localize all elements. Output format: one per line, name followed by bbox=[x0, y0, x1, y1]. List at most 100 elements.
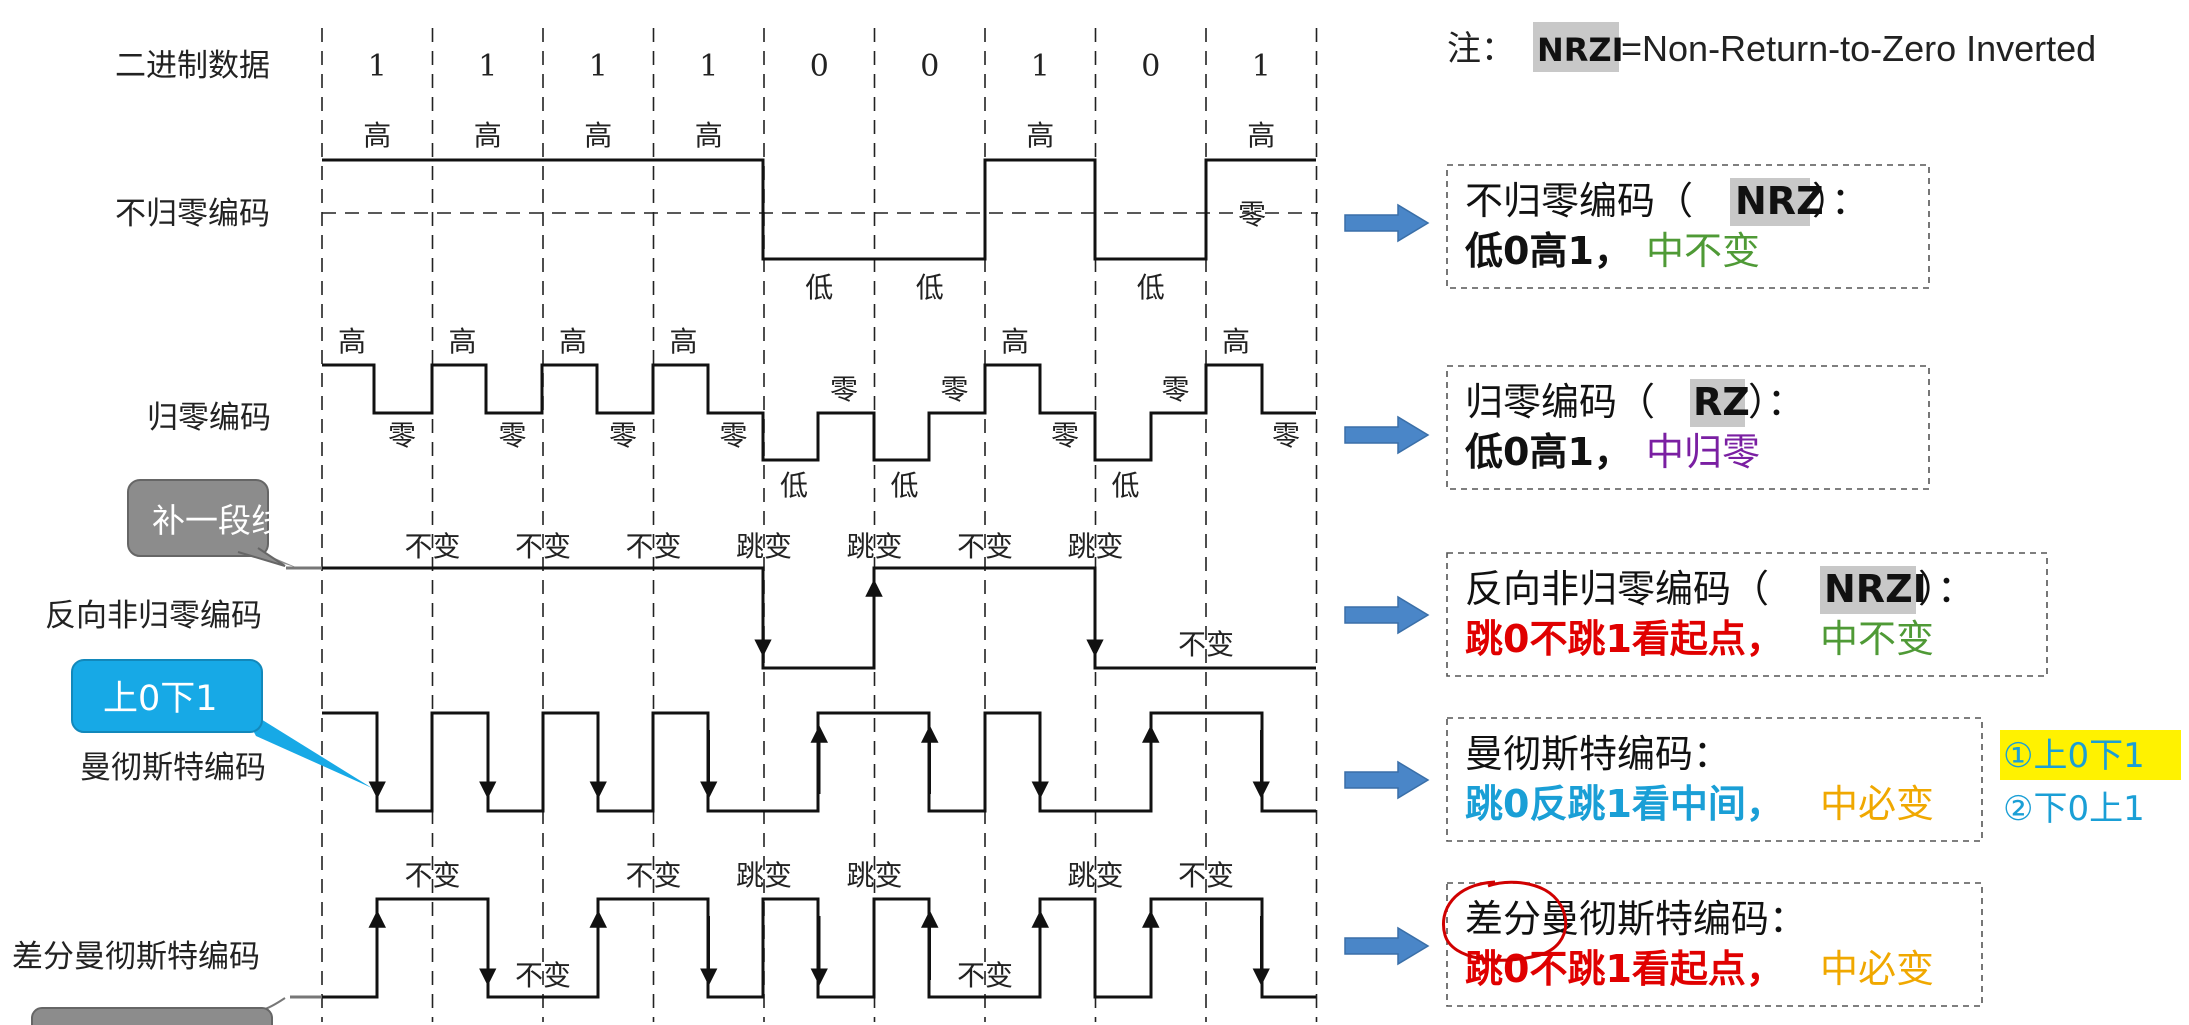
nrzi-change-label: 跳变 bbox=[846, 530, 902, 563]
callout-manchester-rule-text: 上0下1 bbox=[103, 679, 218, 719]
blue-arrow-icon bbox=[1344, 415, 1430, 455]
box-rz: 归零编码（ RZ ）： 低0高1， 中归零 bbox=[1446, 365, 1930, 490]
box-diff-title-b: 曼彻斯特编码： bbox=[1541, 897, 1807, 941]
box-nrzi-line2a: 跳0不跳1看起点， bbox=[1465, 617, 1784, 661]
diff-bottom-label: 不变 bbox=[957, 959, 1013, 992]
nrzi-change-label: 不变 bbox=[625, 530, 681, 563]
rz-high-label: 高 bbox=[669, 325, 697, 358]
row-label-nrzi: 反向非归零编码 bbox=[45, 598, 262, 634]
nrz-low-label: 低 bbox=[1137, 271, 1165, 304]
box-rz-abbr: RZ bbox=[1693, 380, 1750, 424]
diff-top-label: 跳变 bbox=[736, 859, 792, 892]
nrz-waveform bbox=[322, 158, 1316, 261]
box-manchester-line2a: 跳0反跳1看中间， bbox=[1465, 782, 1784, 826]
rz-zero-label: 零 bbox=[1051, 419, 1079, 452]
box-rz-line2b: 中归零 bbox=[1646, 430, 1760, 474]
nrzi-change-label: 不变 bbox=[404, 530, 460, 563]
nrz-high-label: 高 bbox=[584, 119, 612, 152]
note-highlight bbox=[1533, 22, 1619, 72]
nrz-zero-label: 零 bbox=[1238, 198, 1266, 231]
blue-arrow-icon bbox=[1344, 926, 1430, 966]
row-label-diff-manchester: 差分曼彻斯特编码 bbox=[12, 939, 260, 975]
red-circle-annotation bbox=[1442, 880, 1568, 962]
box-rz-line2a: 低0高1， bbox=[1465, 430, 1632, 474]
manchester-arrows bbox=[368, 725, 1270, 799]
box-nrzi: 反向非归零编码（ NRZI ）： 跳0不跳1看起点， 中不变 bbox=[1446, 552, 2048, 677]
note-abbr: NRZI bbox=[1537, 31, 1624, 69]
box-diff-manchester: 差分 曼彻斯特编码： 跳0不跳1看起点， 中必变 bbox=[1442, 880, 1983, 1007]
diff-manchester-labels: 不变不变跳变跳变跳变不变不变不变 bbox=[404, 859, 1234, 992]
callout-add-line: 补一段线 bbox=[127, 479, 298, 568]
box-nrzi-close: ）： bbox=[1918, 567, 1975, 611]
box-diff-title-a: 差分 bbox=[1465, 897, 1541, 941]
nrzi-change-label: 跳变 bbox=[1067, 530, 1123, 563]
rz-high-label: 高 bbox=[1001, 325, 1029, 358]
manchester-opt1: ①上0下1 bbox=[2003, 736, 2145, 776]
diff-top-label: 跳变 bbox=[846, 859, 902, 892]
blue-arrow-icon bbox=[1344, 203, 1430, 243]
diff-top-label: 不变 bbox=[404, 859, 460, 892]
rz-low-label: 低 bbox=[1111, 469, 1139, 502]
bit-value: 0 bbox=[920, 49, 939, 84]
nrzi-bottom-label: 不变 bbox=[1178, 628, 1234, 661]
rz-high-label: 高 bbox=[559, 325, 587, 358]
rz-zero-label: 零 bbox=[719, 419, 747, 452]
box-rz-abbr-highlight bbox=[1690, 379, 1745, 427]
box-nrz: 不归零编码（ NRZ ）： 低0高1， 中不变 bbox=[1446, 164, 1930, 289]
row-label-nrz: 不归零编码 bbox=[115, 196, 270, 232]
callout-manchester-rule: 上0下1 bbox=[71, 659, 372, 788]
diff-top-label: 不变 bbox=[1178, 859, 1234, 892]
box-nrz-abbr: NRZ bbox=[1735, 179, 1824, 223]
nrzi-labels: 不变不变不变跳变跳变不变跳变不变 bbox=[404, 530, 1234, 661]
bit-value: 1 bbox=[368, 49, 387, 84]
box-manchester: 曼彻斯特编码： 跳0反跳1看中间， 中必变 ①上0下1 ②下0上1 bbox=[1446, 717, 2181, 842]
nrzi-change-label: 不变 bbox=[957, 530, 1013, 563]
diff-manchester-waveform bbox=[322, 897, 1316, 999]
bit-value: 1 bbox=[478, 49, 497, 84]
box-nrz-abbr-highlight bbox=[1730, 178, 1810, 226]
box-manchester-line2b: 中必变 bbox=[1820, 782, 1934, 826]
diff-top-label: 不变 bbox=[625, 859, 681, 892]
rz-zero-label: 零 bbox=[1161, 373, 1189, 406]
row-label-binary: 二进制数据 bbox=[115, 48, 270, 84]
nrz-high-label: 高 bbox=[695, 119, 723, 152]
box-nrzi-abbr: NRZI bbox=[1824, 567, 1927, 611]
rz-high-label: 高 bbox=[448, 325, 476, 358]
nrz-low-label: 低 bbox=[916, 271, 944, 304]
rz-zero-label: 零 bbox=[830, 373, 858, 406]
note-rest: =Non-Return-to-Zero Inverted bbox=[1621, 28, 2096, 69]
manchester-opt1-highlight bbox=[2000, 730, 2181, 780]
nrzi-waveform bbox=[322, 566, 1316, 670]
box-nrzi-abbr-highlight bbox=[1820, 566, 1916, 614]
blue-arrow-icon bbox=[1344, 595, 1430, 635]
note: 注： NRZI =Non-Return-to-Zero Inverted bbox=[1447, 22, 2096, 72]
box-nrz-line2b: 中不变 bbox=[1646, 229, 1760, 273]
rz-low-label: 低 bbox=[890, 469, 918, 502]
box-nrz-title: 不归零编码（ bbox=[1465, 179, 1693, 223]
note-prefix: 注： bbox=[1447, 29, 1515, 69]
box-nrz-line2a: 低0高1， bbox=[1465, 229, 1632, 273]
row-label-manchester: 曼彻斯特编码 bbox=[80, 750, 266, 786]
nrz-high-label: 高 bbox=[1026, 119, 1054, 152]
box-rz-close: ）： bbox=[1748, 380, 1805, 424]
rz-high-label: 高 bbox=[338, 325, 366, 358]
bit-value: 0 bbox=[1141, 49, 1160, 84]
rz-waveform bbox=[322, 363, 1316, 462]
rz-zero-label: 零 bbox=[1272, 419, 1300, 452]
row-label-rz: 归零编码 bbox=[147, 400, 271, 436]
nrz-labels: 高高高高低低高低高 bbox=[363, 119, 1275, 304]
bit-value: 0 bbox=[810, 49, 829, 84]
diff-bottom-label: 不变 bbox=[515, 959, 571, 992]
nrzi-change-label: 不变 bbox=[515, 530, 571, 563]
nrzi-change-label: 跳变 bbox=[736, 530, 792, 563]
box-manchester-title: 曼彻斯特编码： bbox=[1465, 732, 1731, 776]
blue-arrow-icon bbox=[1344, 760, 1430, 800]
bit-value: 1 bbox=[1252, 49, 1271, 84]
box-nrz-close: ）： bbox=[1812, 179, 1869, 223]
box-diff-line2b: 中必变 bbox=[1820, 947, 1934, 991]
bit-value: 1 bbox=[589, 49, 608, 84]
bit-separators bbox=[321, 28, 1318, 1022]
callout-add-line-text: 补一段线 bbox=[152, 501, 284, 540]
